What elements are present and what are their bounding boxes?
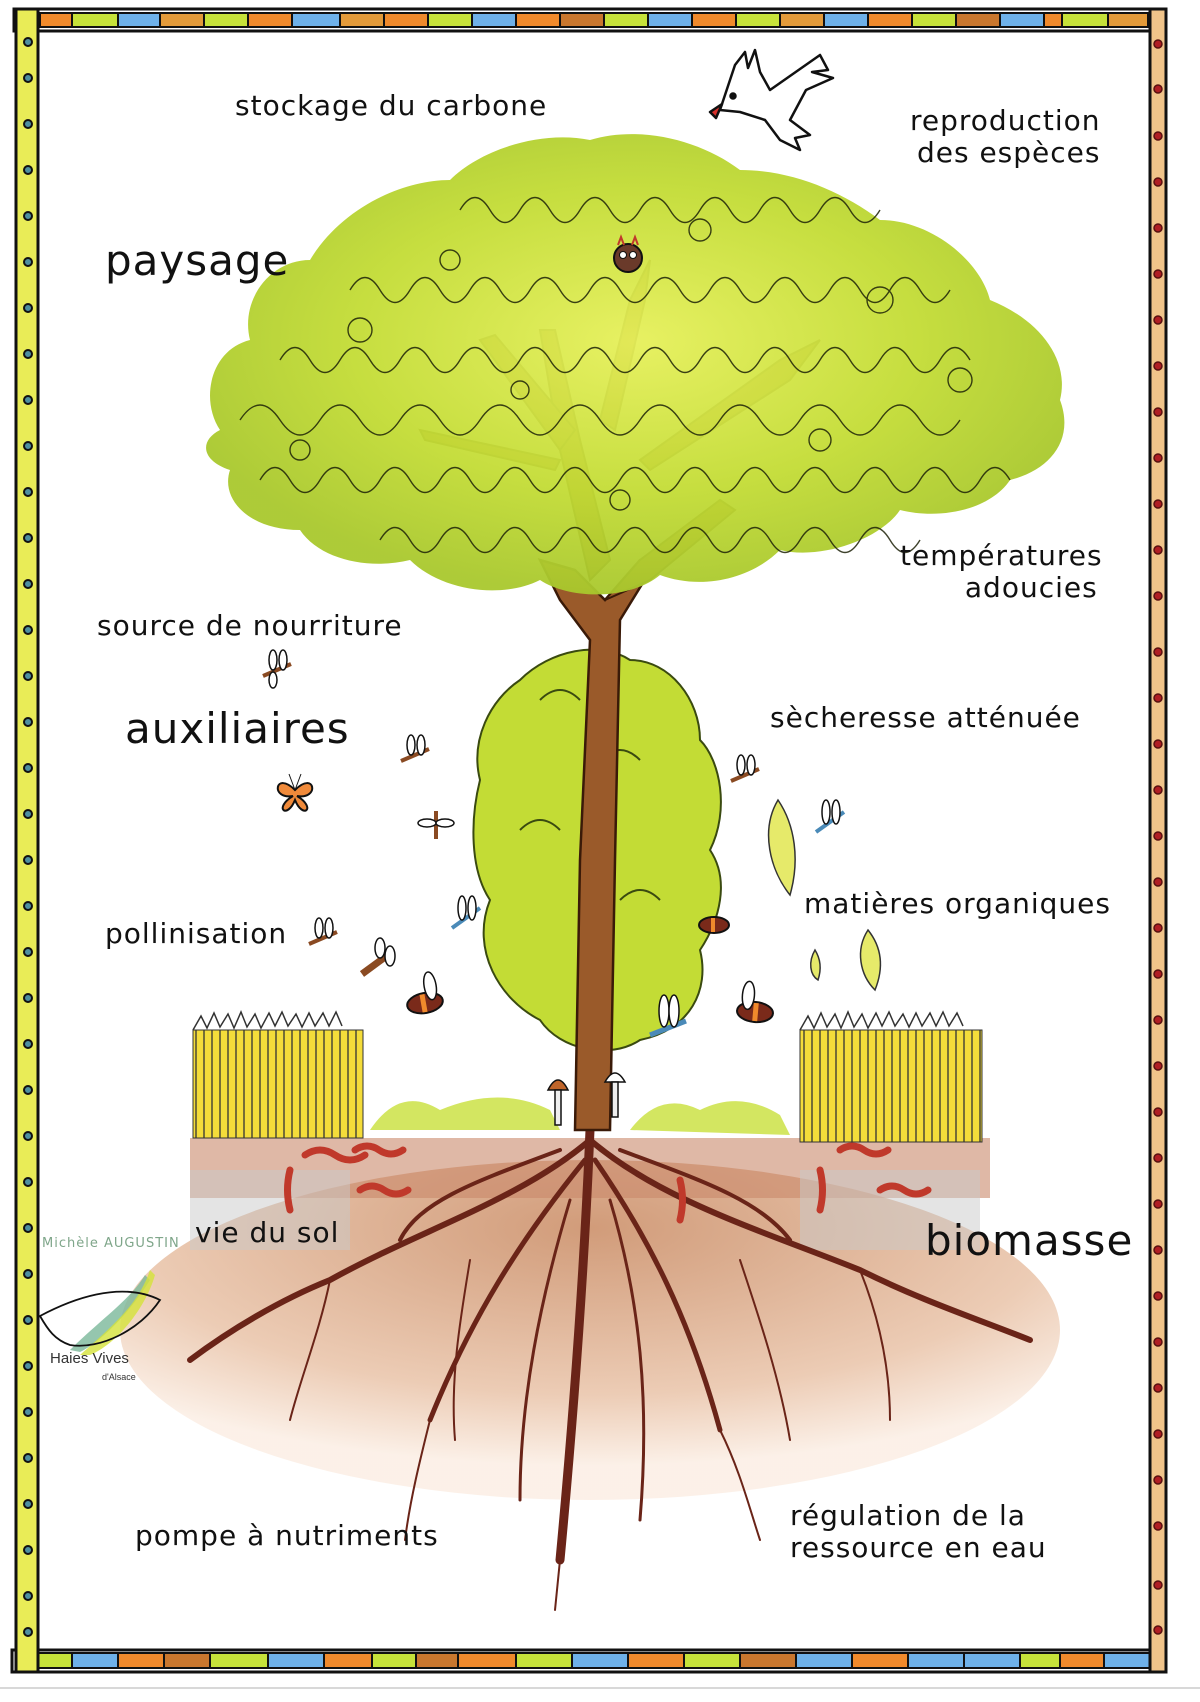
wheat-field-right xyxy=(799,1010,983,1143)
wheat-field-left xyxy=(192,1010,364,1139)
tree-canopy xyxy=(206,134,1065,595)
butterfly-icon xyxy=(276,773,314,812)
label-temperatures-line2: adoucies xyxy=(964,571,1098,605)
bird-icon xyxy=(708,48,835,152)
label-temperatures-line1: températures xyxy=(900,539,1103,572)
artist-signature: Michèle AUGUSTIN xyxy=(42,1236,180,1251)
label-pompe-nutriments: pompe à nutriments xyxy=(135,1519,439,1552)
owl-nest-icon xyxy=(613,234,643,273)
roots xyxy=(187,1125,1033,1611)
label-regulation-eau: régulation de la ressource en eau xyxy=(790,1499,1047,1565)
label-temperatures-adoucies: températures adoucies xyxy=(900,539,1103,605)
label-biomasse: biomasse xyxy=(925,1216,1134,1265)
label-matieres-organiques: matières organiques xyxy=(804,887,1111,920)
mushroom-icon xyxy=(546,1072,627,1126)
logo-region: d'Alsace xyxy=(102,1372,136,1382)
label-paysage: paysage xyxy=(105,236,290,285)
label-vie-du-sol: vie du sol xyxy=(195,1216,340,1249)
grass-strip xyxy=(370,1097,790,1135)
worm-icon xyxy=(284,1142,932,1224)
label-source-nourriture: source de nourriture xyxy=(97,609,403,642)
label-auxiliaires: auxiliaires xyxy=(125,704,350,753)
bee-icon xyxy=(406,916,774,1024)
leaf-icon xyxy=(767,798,882,992)
decorative-border xyxy=(10,7,1168,1674)
label-regulation-line1: régulation de la xyxy=(790,1499,1026,1532)
label-pollinisation: pollinisation xyxy=(105,917,288,950)
page-separator xyxy=(0,1687,1200,1689)
label-reproduction-especes: reproduction des espèces xyxy=(910,104,1101,170)
label-stockage-carbone: stockage du carbone xyxy=(235,89,548,122)
label-regulation-line2: ressource en eau xyxy=(790,1531,1047,1565)
dragonfly-icon xyxy=(262,649,846,1038)
label-secheresse-attenuee: sècheresse atténuée xyxy=(770,701,1081,734)
label-reproduction-line2: des espèces xyxy=(916,136,1101,170)
label-reproduction-line1: reproduction xyxy=(910,104,1101,137)
haies-vives-logo-icon xyxy=(38,1270,162,1355)
logo-name: Haies Vives xyxy=(50,1350,129,1367)
